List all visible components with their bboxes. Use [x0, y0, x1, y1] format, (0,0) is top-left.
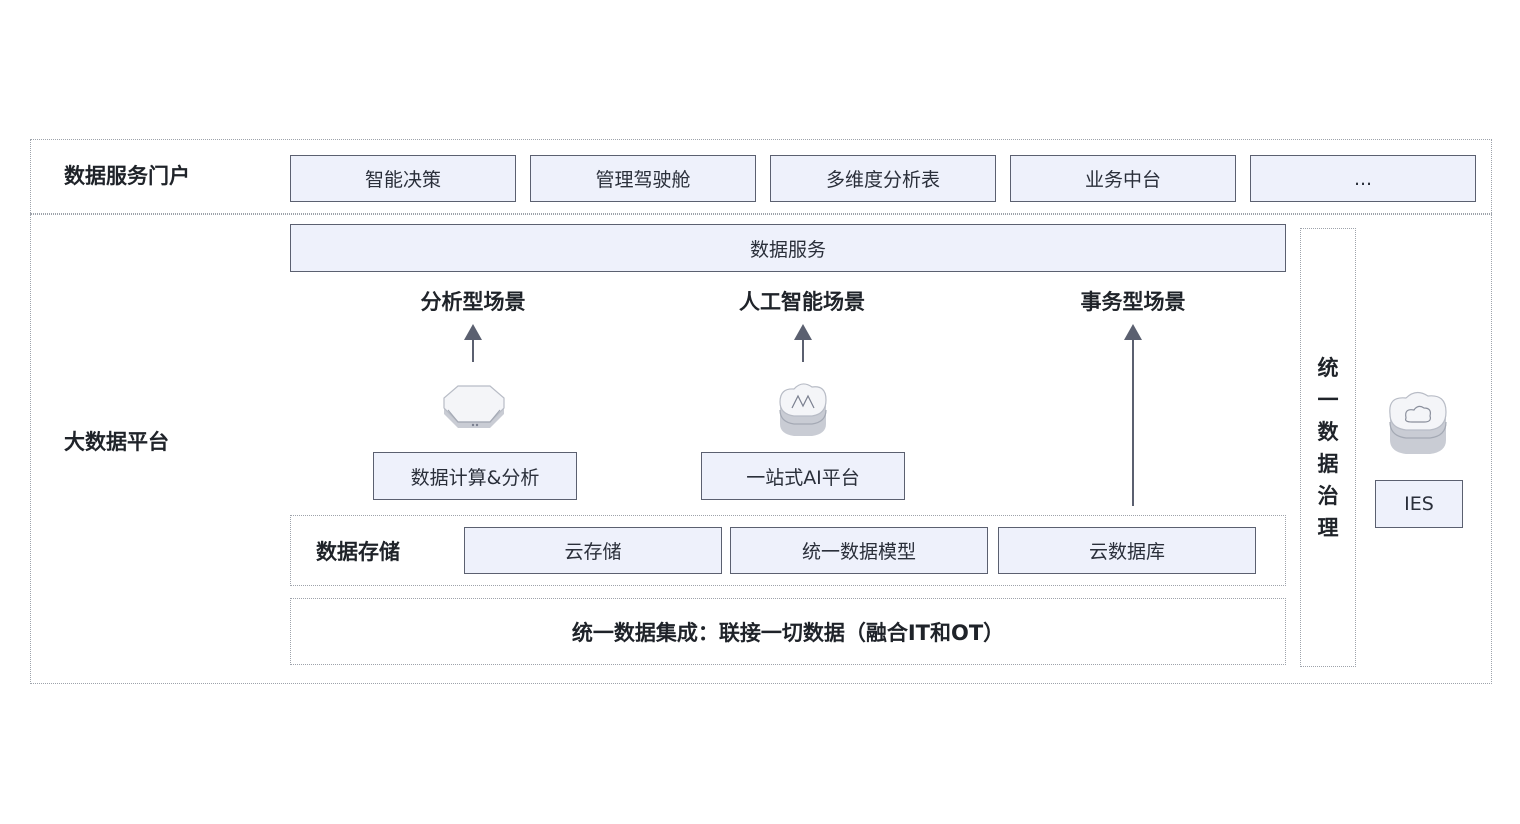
portal-item-business-center[interactable]: 业务中台 [1010, 155, 1236, 202]
portal-item-more[interactable]: ... [1250, 155, 1476, 202]
one-stop-ai-platform-box[interactable]: 一站式AI平台 [701, 452, 905, 500]
arrow-transaction-head [1124, 324, 1142, 340]
arrow-analytics-head [464, 324, 482, 340]
governance-char: 据 [1317, 451, 1339, 476]
data-compute-analysis-box[interactable]: 数据计算&分析 [373, 452, 577, 500]
data-service-bar[interactable]: 数据服务 [290, 224, 1286, 272]
portal-item-cockpit[interactable]: 管理驾驶舱 [530, 155, 756, 202]
arrow-transaction-shaft [1132, 338, 1134, 506]
cloud-device-icon [1389, 391, 1447, 454]
arrow-ai-shaft [802, 338, 804, 362]
cloud-ai-device-icon [779, 383, 827, 436]
hexagon-device-icon [443, 385, 505, 428]
governance-char: 数 [1317, 419, 1339, 444]
scene-transaction: 事务型场景 [1080, 290, 1186, 314]
storage-item-cloud-database[interactable]: 云数据库 [998, 527, 1256, 574]
governance-char: 治 [1317, 483, 1339, 508]
scene-analytics: 分析型场景 [420, 290, 526, 314]
portal-item-analysis-table[interactable]: 多维度分析表 [770, 155, 996, 202]
portal-row [30, 139, 1492, 215]
governance-char: 统 [1317, 355, 1339, 380]
governance-char: 一 [1317, 387, 1339, 412]
portal-item-decision[interactable]: 智能决策 [290, 155, 516, 202]
scene-ai: 人工智能场景 [739, 290, 865, 314]
storage-row [290, 515, 1286, 586]
arrow-analytics-shaft [472, 338, 474, 362]
portal-label: 数据服务门户 [64, 164, 190, 188]
platform-area [30, 213, 1492, 684]
integration-label: 统一数据集成：联接一切数据（融合IT和OT） [571, 620, 1005, 645]
arrow-ai-head [794, 324, 812, 340]
storage-item-cloud-storage[interactable]: 云存储 [464, 527, 722, 574]
storage-label: 数据存储 [316, 540, 400, 564]
integration-row: 统一数据集成：联接一切数据（融合IT和OT） [290, 598, 1286, 665]
storage-item-unified-model[interactable]: 统一数据模型 [730, 527, 988, 574]
platform-label: 大数据平台 [64, 430, 169, 454]
ies-box[interactable]: IES [1375, 480, 1463, 528]
governance-char: 理 [1317, 515, 1339, 540]
data-governance-column: 统 一 数 据 治 理 [1300, 228, 1356, 667]
